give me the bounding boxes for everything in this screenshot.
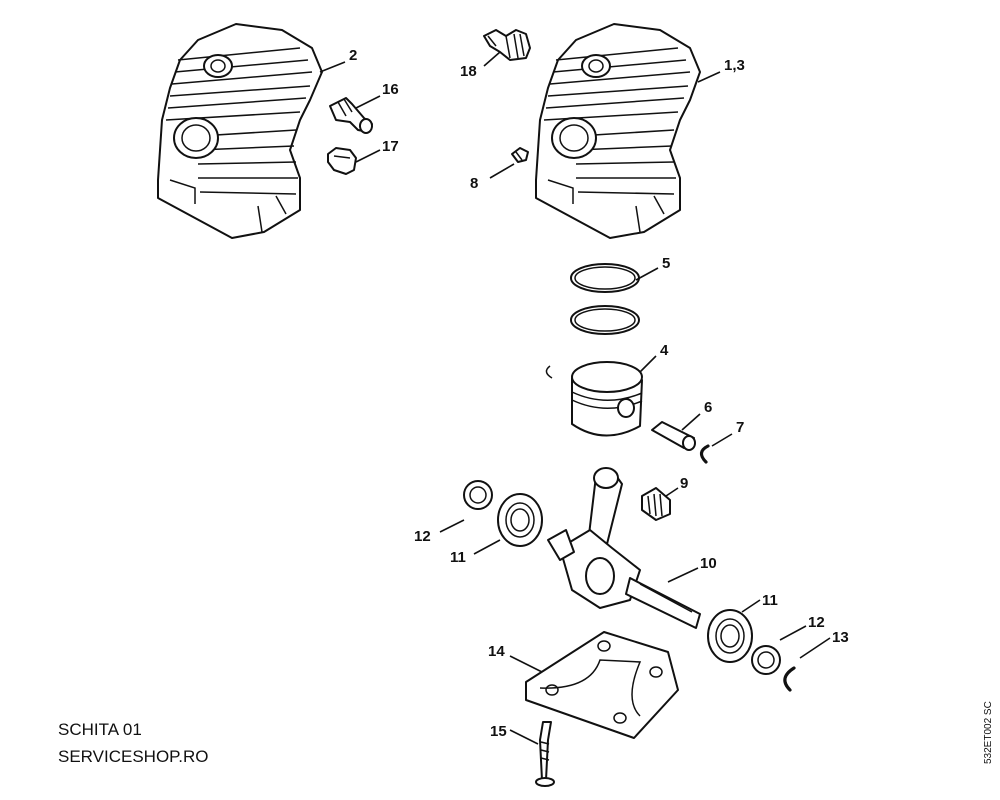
callout-6: 6: [704, 399, 712, 416]
leader-2: [319, 61, 346, 73]
crankshaft-part-10: [547, 467, 701, 629]
leader-1-3: [697, 71, 721, 83]
decompression-valve-part-16: [329, 97, 373, 134]
leader-15: [509, 729, 539, 745]
callout-9: 9: [680, 475, 688, 492]
callout-10: 10: [700, 555, 717, 572]
leader-11-left: [473, 539, 501, 555]
leader-5: [635, 267, 659, 281]
leader-10: [667, 567, 699, 583]
ball-bearing-part-11-left: [497, 493, 543, 547]
callout-1-3: 1,3: [724, 57, 745, 74]
callout-4: 4: [660, 342, 669, 359]
cylinder-part-1-3: [535, 23, 701, 239]
leader-7: [711, 433, 733, 447]
leader-14: [509, 655, 543, 673]
plug-part-17: [327, 147, 357, 175]
oil-seal-part-12-left: [463, 480, 493, 510]
leader-13: [799, 637, 831, 659]
leader-9: [665, 487, 679, 497]
piston-rings-part-5: [570, 263, 640, 335]
callout-2: 2: [349, 47, 357, 64]
callout-labels: 2 16 17 18 1,3 8 5 4 6 7 9 12 11 10 11 1…: [349, 47, 849, 740]
oil-seal-part-12-right: [751, 645, 781, 675]
callout-15: 15: [490, 723, 507, 740]
leader-12-left: [439, 519, 465, 533]
crankcase-part-14: [525, 631, 679, 739]
screw-part-15: [535, 721, 555, 787]
callout-7: 7: [736, 419, 744, 436]
needle-cage-part-9: [641, 487, 671, 521]
callout-14: 14: [488, 643, 505, 660]
callout-11-right: 11: [762, 592, 778, 609]
piston-pin-part-6: [651, 421, 696, 451]
leader-12-right: [779, 625, 807, 641]
nipple-part-8: [511, 147, 529, 163]
callout-5: 5: [662, 255, 670, 272]
piston-part-4: [545, 361, 643, 437]
leader-17: [355, 149, 381, 163]
leader-lines: [319, 51, 831, 745]
callout-12-right: 12: [808, 614, 825, 631]
callout-8: 8: [470, 175, 478, 192]
callout-18: 18: [460, 63, 477, 80]
circlip-part-13: [783, 666, 796, 692]
callout-17: 17: [382, 138, 399, 155]
drawing-code: 532ET002 SC: [983, 701, 994, 764]
callout-12-left: 12: [414, 528, 431, 545]
leader-11-right: [741, 599, 761, 613]
leader-18: [483, 51, 501, 67]
leader-16: [355, 95, 381, 109]
callout-11-left: 11: [450, 549, 466, 566]
caption-schita: SCHITA 01: [58, 720, 142, 739]
circlip-part-7: [699, 444, 710, 464]
callout-13: 13: [832, 629, 849, 646]
ball-bearing-part-11-right: [707, 609, 753, 663]
leader-8: [489, 163, 515, 179]
spark-plug-part-18: [483, 29, 531, 61]
leader-4: [639, 355, 657, 373]
leader-6: [681, 413, 701, 431]
cylinder-part-2: [157, 23, 323, 239]
caption-serviceshop: SERVICESHOP.RO: [58, 747, 209, 766]
callout-16: 16: [382, 81, 399, 98]
